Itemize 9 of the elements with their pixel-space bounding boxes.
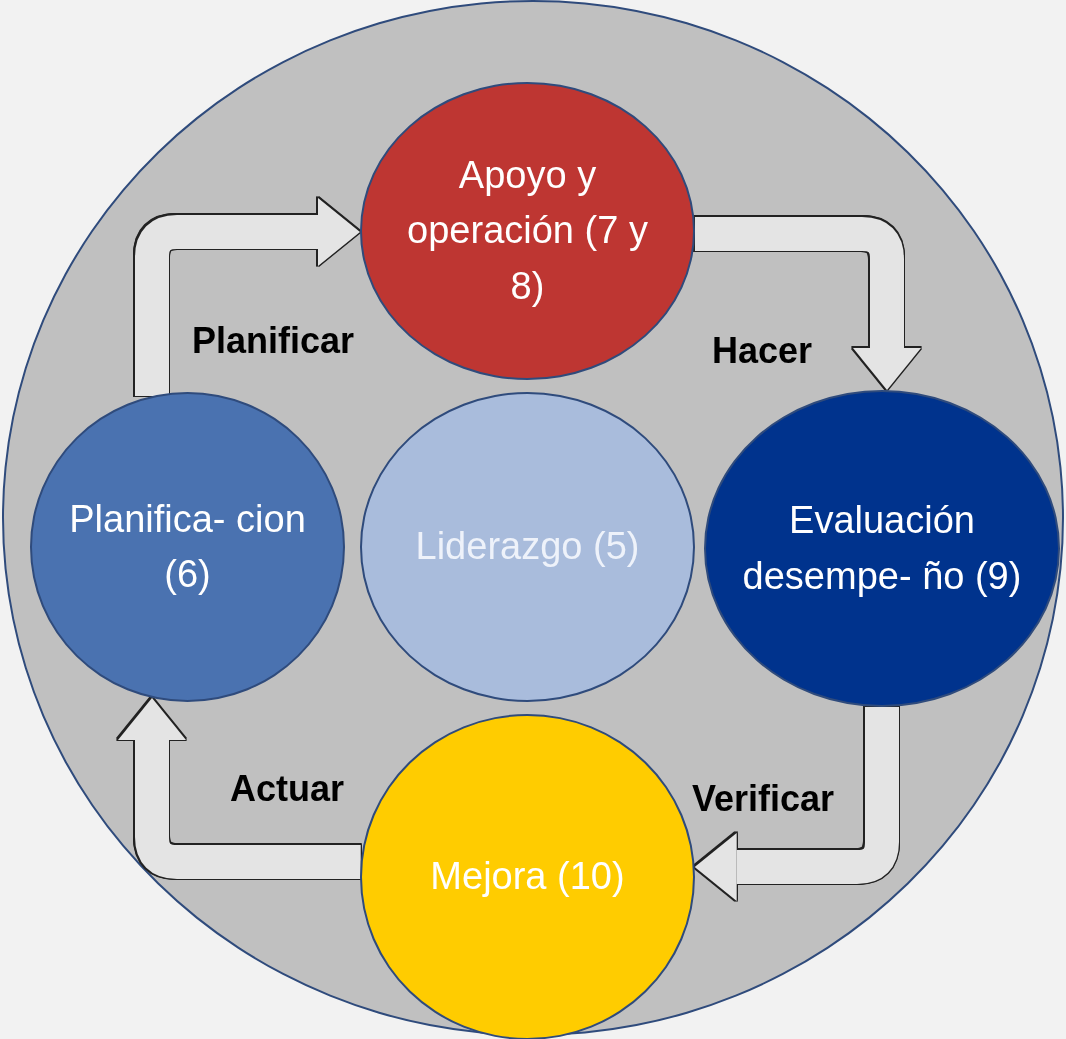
node-label: Apoyo y operación (7 y 8) xyxy=(406,153,649,309)
block-arrow xyxy=(135,198,360,396)
block-arrow xyxy=(694,217,921,391)
node-label: Planifica- cion (6) xyxy=(68,496,307,597)
node-label: Mejora (10) xyxy=(429,854,626,900)
node-label: Liderazgo (5) xyxy=(414,524,641,570)
block-arrow xyxy=(118,698,361,879)
node-label: Evaluación desempe- ño (9) xyxy=(741,498,1023,599)
block-arrow xyxy=(694,707,899,901)
